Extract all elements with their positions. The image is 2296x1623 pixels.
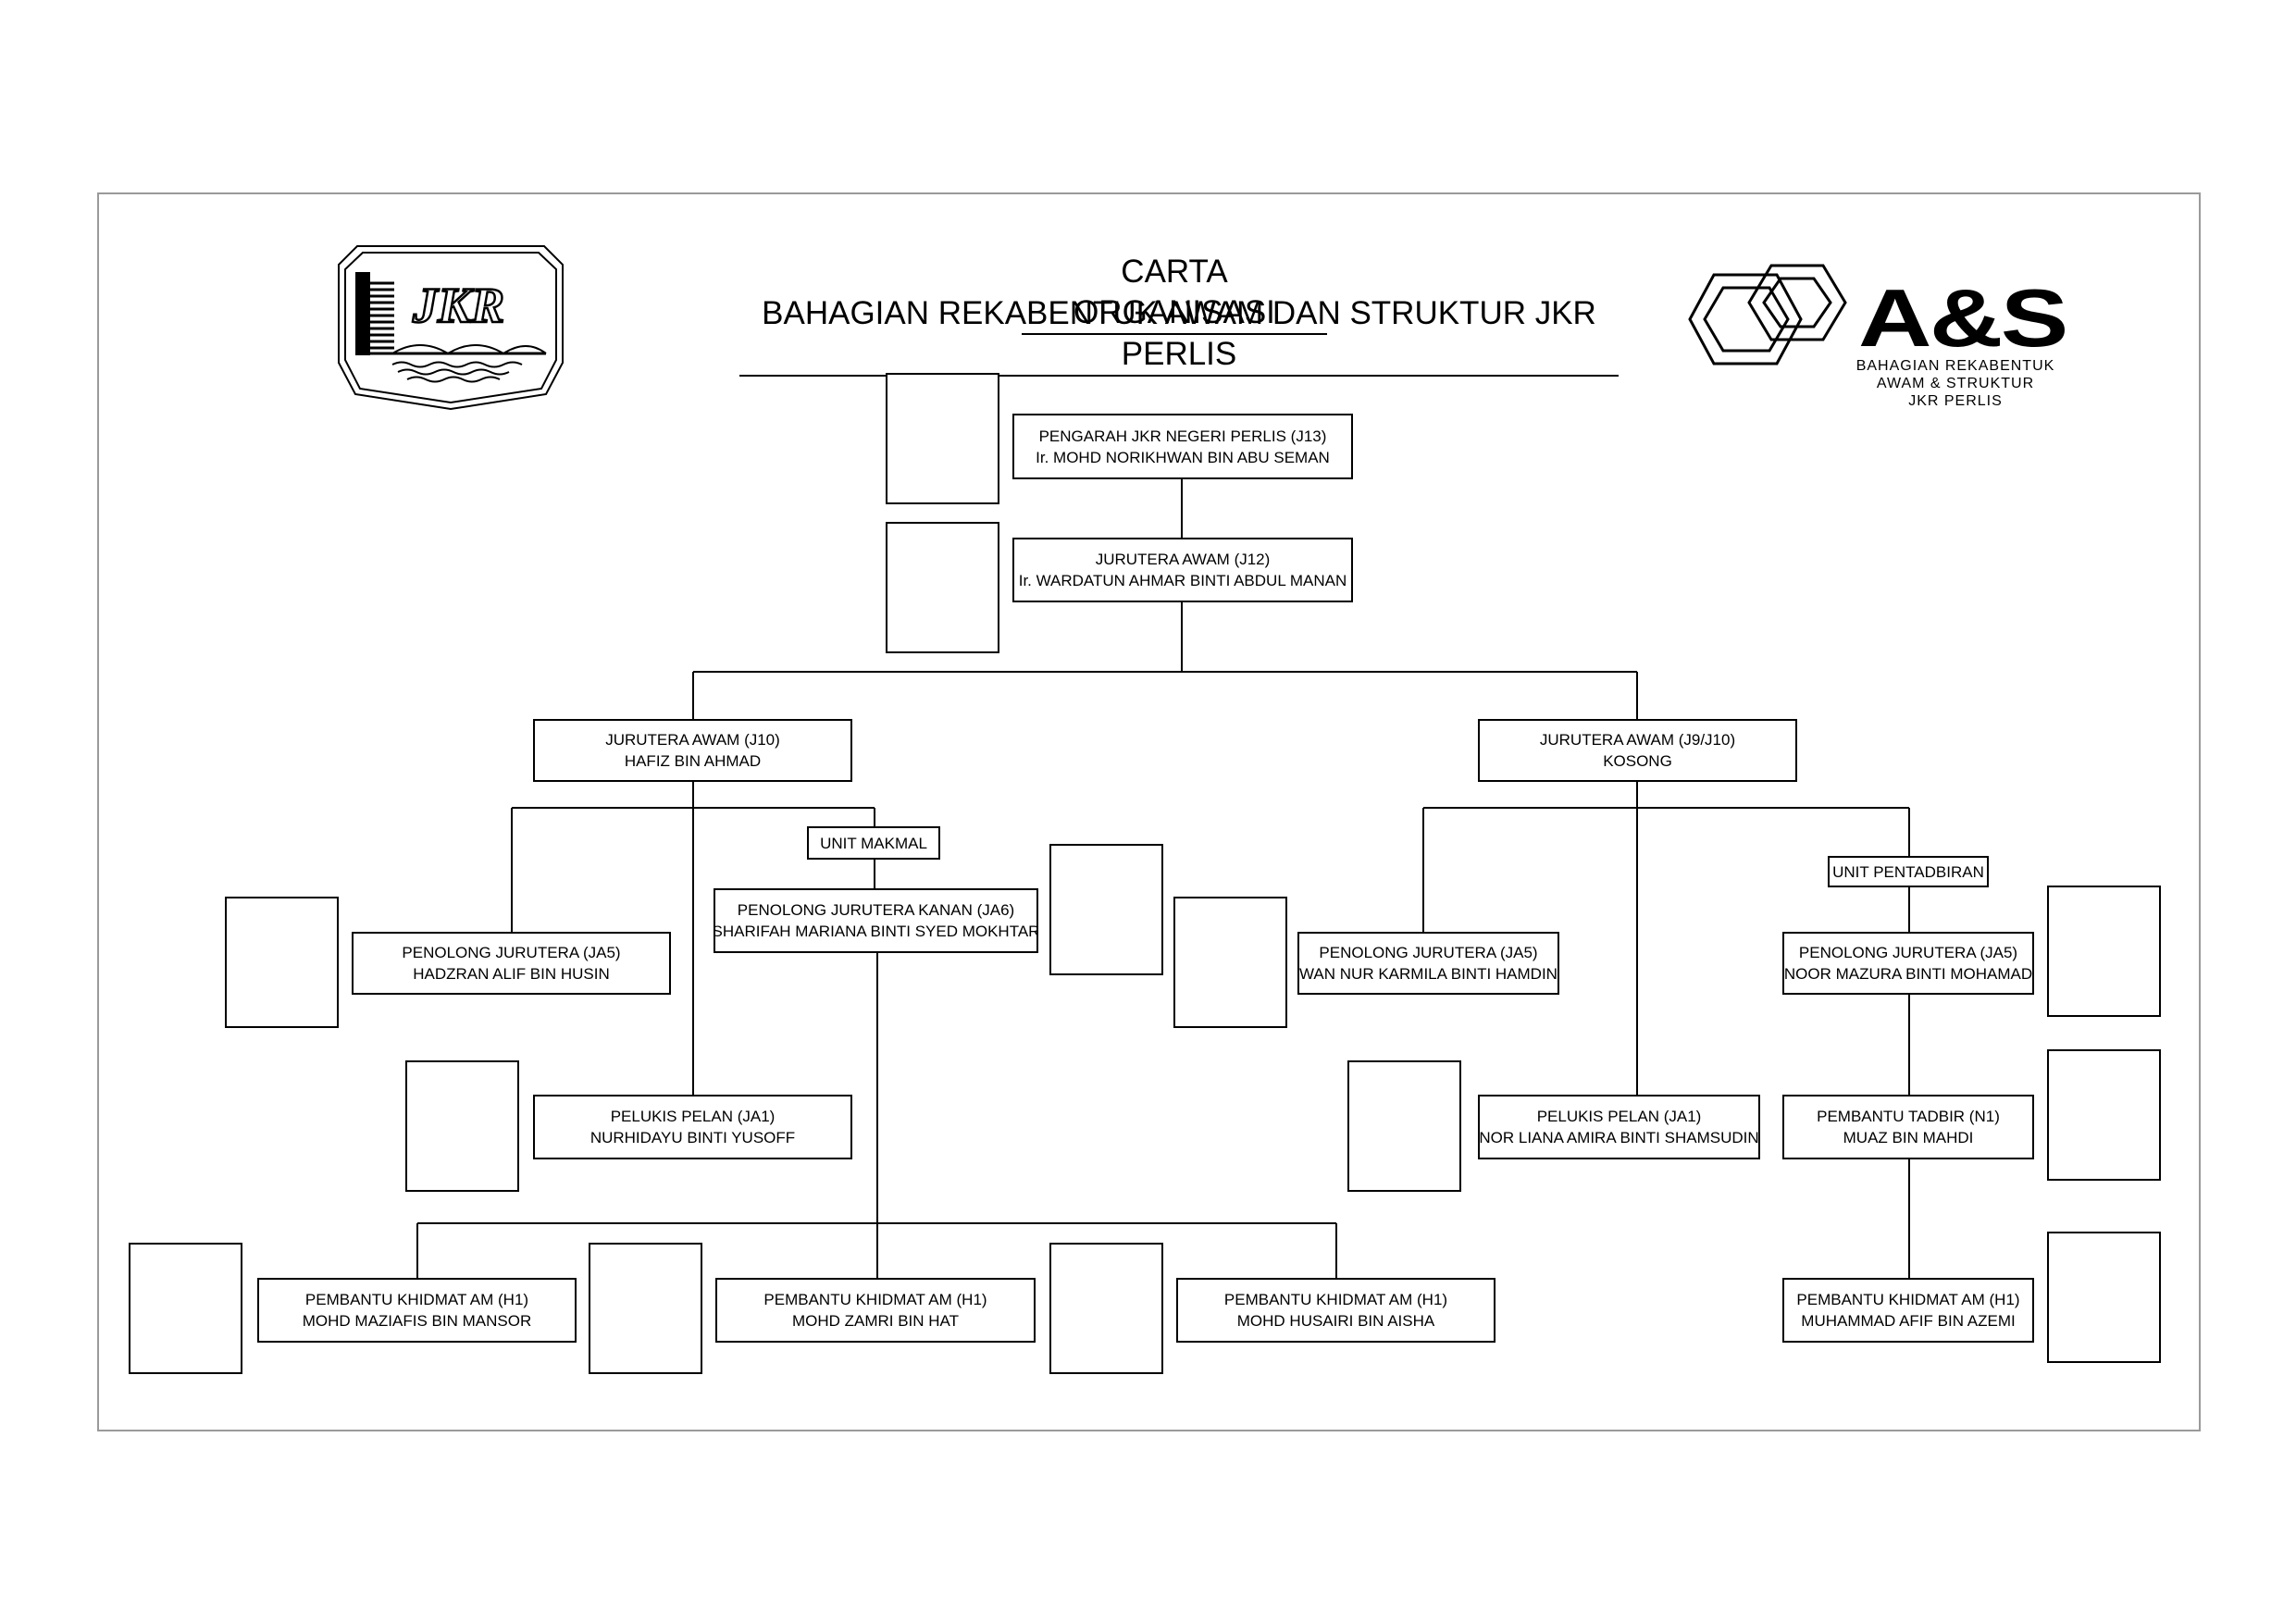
node-name: MOHD MAZIAFIS BIN MANSOR <box>302 1312 532 1330</box>
node-pembantu-khidmat-am-afif: PEMBANTU KHIDMAT AM (H1) MUHAMMAD AFIF B… <box>1782 1278 2034 1343</box>
chart-subtitle: BAHAGIAN REKABENTUK AWAM DAN STRUKTUR JK… <box>739 293 1619 377</box>
node-name: NOOR MAZURA BINTI MOHAMAD <box>1783 965 2033 983</box>
node-name: NURHIDAYU BINTI YUSOFF <box>590 1129 796 1146</box>
node-name: MUHAMMAD AFIF BIN AZEMI <box>1801 1312 2016 1330</box>
node-name: Ir. MOHD NORIKHWAN BIN ABU SEMAN <box>1036 448 1330 466</box>
photo-placeholder <box>589 1243 702 1374</box>
photo-placeholder <box>1049 844 1163 975</box>
photo-placeholder <box>2047 886 2161 1017</box>
node-pelukis-pelan-nurhidayu: PELUKIS PELAN (JA1) NURHIDAYU BINTI YUSO… <box>533 1095 852 1159</box>
as-logo-line2: AWAM & STRUKTUR <box>1876 376 2035 391</box>
node-pengarah: PENGARAH JKR NEGERI PERLIS (J13) Ir. MOH… <box>1012 414 1353 479</box>
node-role: JURUTERA AWAM (J9/J10) <box>1539 731 1736 749</box>
jkr-logo: JKR <box>338 245 564 411</box>
node-name: HADZRAN ALIF BIN HUSIN <box>413 965 610 983</box>
photo-placeholder <box>1049 1243 1163 1374</box>
node-name: Ir. WARDATUN AHMAR BINTI ABDUL MANAN <box>1018 572 1347 589</box>
node-role: PENOLONG JURUTERA (JA5) <box>1798 944 2018 961</box>
photo-placeholder <box>405 1060 519 1192</box>
node-penolong-jurutera-noor: PENOLONG JURUTERA (JA5) NOOR MAZURA BINT… <box>1782 932 2034 995</box>
photo-placeholder <box>886 373 999 504</box>
chart-title: CARTA ORGANISASI <box>1022 252 1327 335</box>
node-role: JURUTERA AWAM (J10) <box>605 731 780 749</box>
node-role: PELUKIS PELAN (JA1) <box>1536 1108 1702 1125</box>
node-name: MUAZ BIN MAHDI <box>1843 1129 1974 1146</box>
node-role: PEMBANTU KHIDMAT AM (H1) <box>1223 1291 1448 1308</box>
node-name: MOHD ZAMRI BIN HAT <box>791 1312 960 1330</box>
node-role: PEMBANTU KHIDMAT AM (H1) <box>304 1291 529 1308</box>
photo-placeholder <box>886 522 999 653</box>
node-role: PENOLONG JURUTERA (JA5) <box>402 944 621 961</box>
node-role: PENOLONG JURUTERA (JA5) <box>1319 944 1538 961</box>
node-role: PEMBANTU KHIDMAT AM (H1) <box>1796 1291 2020 1308</box>
node-role: PELUKIS PELAN (JA1) <box>610 1108 776 1125</box>
node-jurutera-j9-j10: JURUTERA AWAM (J9/J10) KOSONG <box>1478 719 1797 782</box>
node-jurutera-j12: JURUTERA AWAM (J12) Ir. WARDATUN AHMAR B… <box>1012 538 1353 602</box>
photo-placeholder <box>1347 1060 1461 1192</box>
node-name: SHARIFAH MARIANA BINTI SYED MOKHTAR <box>714 923 1038 940</box>
node-role: PEMBANTU KHIDMAT AM (H1) <box>763 1291 987 1308</box>
node-name: KOSONG <box>1603 752 1672 770</box>
photo-placeholder <box>2047 1049 2161 1181</box>
node-name: MOHD HUSAIRI BIN AISHA <box>1236 1312 1435 1330</box>
node-pembantu-khidmat-am-maziafis: PEMBANTU KHIDMAT AM (H1) MOHD MAZIAFIS B… <box>257 1278 577 1343</box>
photo-placeholder <box>1173 897 1287 1028</box>
node-name: WAN NUR KARMILA BINTI HAMDIN <box>1299 965 1558 983</box>
node-role: PENOLONG JURUTERA KANAN (JA6) <box>737 901 1015 919</box>
node-penolong-jurutera-kanan-sharifah: PENOLONG JURUTERA KANAN (JA6) SHARIFAH M… <box>714 888 1038 953</box>
unit-label: UNIT MAKMAL <box>820 834 927 852</box>
photo-placeholder <box>225 897 339 1028</box>
node-penolong-jurutera-hadzran: PENOLONG JURUTERA (JA5) HADZRAN ALIF BIN… <box>352 932 671 995</box>
photo-placeholder <box>129 1243 242 1374</box>
jkr-logo-text: JKR <box>412 278 504 333</box>
node-penolong-jurutera-wan: PENOLONG JURUTERA (JA5) WAN NUR KARMILA … <box>1297 932 1559 995</box>
as-wordmark: A&S <box>1858 272 2068 364</box>
node-role: PENGARAH JKR NEGERI PERLIS (J13) <box>1038 427 1327 445</box>
unit-label: UNIT PENTADBIRAN <box>1832 862 1984 881</box>
as-logo-line1: BAHAGIAN REKABENTUK <box>1855 358 2055 374</box>
unit-makmal-label: UNIT MAKMAL <box>807 826 940 860</box>
node-name: NOR LIANA AMIRA BINTI SHAMSUDIN <box>1479 1129 1759 1146</box>
page-frame <box>97 192 2201 1431</box>
as-logo-line3: JKR PERLIS <box>1908 393 2003 409</box>
node-pembantu-khidmat-am-husairi: PEMBANTU KHIDMAT AM (H1) MOHD HUSAIRI BI… <box>1176 1278 1496 1343</box>
unit-pentadbiran-label: UNIT PENTADBIRAN <box>1828 856 1989 887</box>
node-pelukis-pelan-nor: PELUKIS PELAN (JA1) NOR LIANA AMIRA BINT… <box>1478 1095 1760 1159</box>
photo-placeholder <box>2047 1232 2161 1363</box>
as-hexagon-logo <box>1688 264 1847 365</box>
node-name: HAFIZ BIN AHMAD <box>624 752 762 770</box>
node-role: JURUTERA AWAM (J12) <box>1095 551 1271 568</box>
node-jurutera-j10: JURUTERA AWAM (J10) HAFIZ BIN AHMAD <box>533 719 852 782</box>
node-pembantu-khidmat-am-zamri: PEMBANTU KHIDMAT AM (H1) MOHD ZAMRI BIN … <box>715 1278 1036 1343</box>
node-role: PEMBANTU TADBIR (N1) <box>1817 1108 2000 1125</box>
node-pembantu-tadbir-muaz: PEMBANTU TADBIR (N1) MUAZ BIN MAHDI <box>1782 1095 2034 1159</box>
